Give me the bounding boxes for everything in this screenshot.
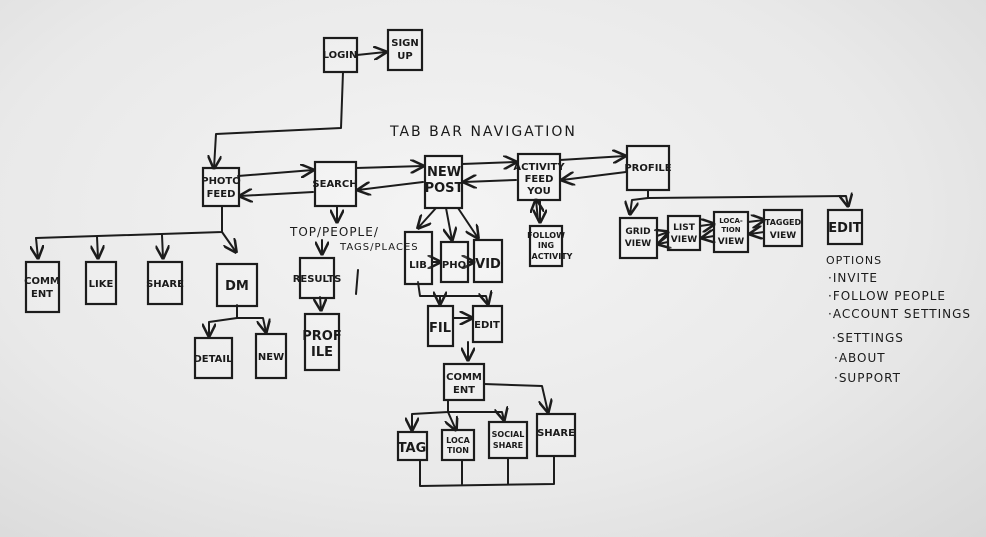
dm-box bbox=[215, 262, 259, 308]
activity-label-1: ACTIVITY bbox=[513, 162, 565, 173]
photo-feed-label-2: FEED bbox=[207, 189, 236, 200]
location-label-1: LOCA bbox=[446, 436, 470, 445]
social-share-box bbox=[487, 420, 529, 460]
search-note-2: TAGS/PLACES bbox=[339, 242, 419, 253]
location-view-box bbox=[712, 210, 750, 254]
vid-box bbox=[472, 238, 504, 284]
activity-feed-box bbox=[516, 152, 562, 202]
vid-label: VID bbox=[475, 257, 501, 272]
location-box bbox=[440, 428, 476, 462]
share-box bbox=[146, 260, 184, 306]
options-heading: OPTIONS bbox=[826, 254, 882, 267]
comment-label-2: ENT bbox=[31, 289, 53, 300]
labels: TAB BAR NAVIGATION LOGIN SIGN UP PHOTO F… bbox=[24, 38, 971, 456]
result-profile-label-2: ILE bbox=[311, 345, 333, 360]
result-profile-box bbox=[303, 312, 341, 372]
edit-profile-box bbox=[826, 208, 864, 246]
boxes bbox=[24, 28, 864, 462]
lib-box bbox=[403, 230, 434, 286]
new-post-label-2: POST bbox=[425, 181, 464, 196]
post-comment-label-1: COMM bbox=[446, 372, 482, 383]
login-box bbox=[322, 36, 359, 74]
fil-label: FIL bbox=[429, 321, 451, 336]
activity-label-3: YOU bbox=[526, 186, 551, 197]
fil-box bbox=[426, 304, 455, 348]
location-view-label-2: TION bbox=[721, 226, 740, 234]
result-profile-label-1: PROF bbox=[302, 329, 341, 344]
activity-label-2: FEED bbox=[525, 174, 554, 185]
results-box bbox=[298, 256, 336, 300]
edit-post-label: EDIT bbox=[474, 320, 500, 331]
signup-label-1: SIGN bbox=[391, 38, 419, 49]
tag-label: TAG bbox=[398, 441, 427, 456]
post-share-box bbox=[535, 412, 577, 458]
grid-view-label-1: GRID bbox=[625, 227, 650, 237]
tagged-view-box bbox=[762, 208, 804, 248]
detail-label: DETAIL bbox=[193, 354, 233, 365]
option-item-about: ·ABOUT bbox=[834, 351, 886, 365]
dm-label: DM bbox=[225, 279, 249, 294]
tagged-view-label-2: VIEW bbox=[770, 231, 796, 241]
profile-box bbox=[625, 144, 671, 192]
following-label-1: FOLLOW bbox=[527, 231, 565, 240]
option-item-follow-people: ·FOLLOW PEOPLE bbox=[828, 289, 946, 303]
following-activity-box bbox=[528, 224, 564, 268]
list-view-label-2: VIEW bbox=[671, 235, 697, 245]
edit-profile-label: EDIT bbox=[828, 221, 862, 236]
option-item-settings: ·SETTINGS bbox=[832, 331, 904, 345]
signup-label-2: UP bbox=[397, 51, 412, 62]
location-label-2: TION bbox=[447, 446, 469, 455]
search-label: SEARCH bbox=[312, 179, 357, 190]
post-comment-box bbox=[442, 362, 486, 402]
photo-feed-label-1: PHOTO bbox=[201, 176, 241, 187]
grid-view-label-2: VIEW bbox=[625, 239, 651, 249]
new-box bbox=[254, 332, 288, 380]
photo-feed-box bbox=[201, 166, 241, 208]
grid-view-box bbox=[618, 216, 659, 260]
search-box bbox=[313, 160, 358, 208]
search-note-1: TOP/PEOPLE/ bbox=[289, 225, 379, 239]
tagged-view-label-1: TAGGED bbox=[765, 218, 802, 227]
post-share-label: SHARE bbox=[537, 428, 575, 439]
new-label: NEW bbox=[258, 352, 284, 363]
social-share-label-1: SOCIAL bbox=[492, 430, 525, 439]
login-label: LOGIN bbox=[323, 50, 358, 61]
results-label: RESULTS bbox=[293, 274, 342, 285]
lib-label: LIB bbox=[409, 260, 427, 271]
like-box bbox=[84, 260, 118, 306]
share-label: SHARE bbox=[146, 279, 184, 290]
comment-label-1: COMM bbox=[24, 276, 60, 287]
location-view-label-1: LOCA- bbox=[719, 217, 743, 225]
diagram-title: TAB BAR NAVIGATION bbox=[389, 124, 577, 140]
like-label: LIKE bbox=[89, 279, 114, 290]
option-item-account-settings: ·ACCOUNT SETTINGS bbox=[828, 307, 971, 321]
following-label-3: ACTIVITY bbox=[532, 252, 573, 261]
option-item-invite: ·INVITE bbox=[828, 271, 878, 285]
signup-box bbox=[386, 28, 424, 72]
detail-box bbox=[193, 336, 234, 380]
following-label-2: ING bbox=[538, 241, 554, 250]
tag-box bbox=[396, 430, 429, 462]
post-comment-label-2: ENT bbox=[453, 385, 475, 396]
list-view-box bbox=[666, 214, 702, 252]
edit-post-box bbox=[471, 304, 504, 344]
comment-box bbox=[24, 260, 61, 314]
pho-box bbox=[439, 240, 470, 284]
new-post-box bbox=[423, 154, 464, 210]
option-item-support: ·SUPPORT bbox=[834, 371, 901, 385]
social-share-label-2: SHARE bbox=[493, 441, 523, 450]
connectors bbox=[36, 52, 848, 487]
new-post-label-1: NEW bbox=[427, 165, 461, 180]
pho-label: PHO bbox=[442, 260, 466, 271]
list-view-label-1: LIST bbox=[673, 223, 696, 233]
profile-label: PROFILE bbox=[624, 163, 671, 174]
location-view-label-3: VIEW bbox=[718, 237, 744, 247]
